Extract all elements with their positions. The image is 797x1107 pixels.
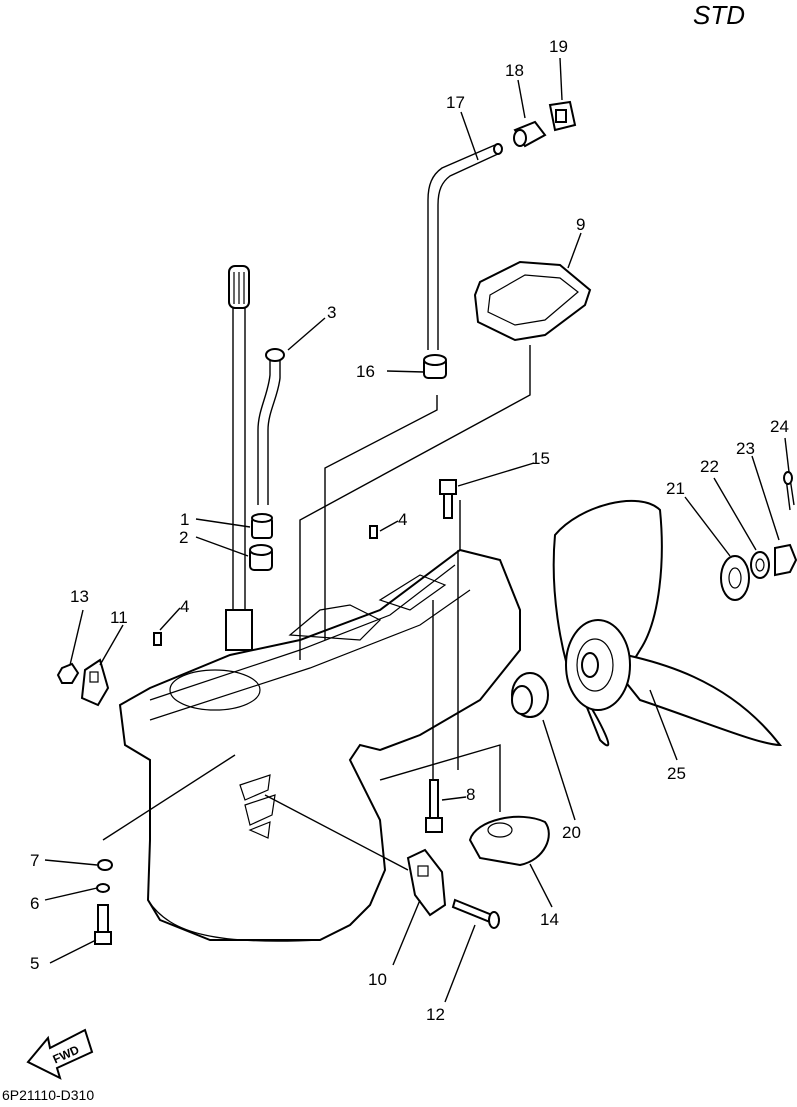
water-tube: [257, 348, 285, 505]
trim-tab: [406, 848, 447, 917]
seal-rubber: [513, 120, 547, 148]
callout-labels: 1 2 3 4 4 5 6 7 8 9 10 11 12 13 14 15 16…: [30, 37, 789, 1024]
dowel-pin: [153, 632, 162, 646]
lower-casing: [118, 548, 521, 942]
callout-8: 8: [466, 785, 475, 804]
callout-4: 4: [180, 597, 189, 616]
callout-14: 14: [540, 910, 559, 929]
propeller: [552, 499, 783, 747]
callout-12: 12: [426, 1005, 445, 1024]
drive-shaft: [225, 265, 253, 651]
seal: [249, 544, 273, 571]
anode: [80, 658, 110, 707]
cotter-pin: [783, 471, 795, 511]
water-pipe: [427, 143, 503, 350]
grommet: [251, 513, 273, 539]
bolt-short: [94, 904, 112, 945]
callout-22: 22: [700, 457, 719, 476]
seal-clip: [548, 100, 577, 132]
drawing-code: 6P21110-D310: [2, 1087, 94, 1102]
washer: [97, 859, 113, 871]
callout-10: 10: [368, 970, 387, 989]
bolt: [425, 779, 443, 833]
callout-15: 15: [531, 449, 550, 468]
callout-6: 6: [30, 894, 39, 913]
oil-seal-housing: [511, 672, 549, 718]
callout-17: 17: [446, 93, 465, 112]
fwd-arrow-icon: FWD: [26, 1028, 94, 1080]
callout-9: 9: [576, 215, 585, 234]
callout-1: 1: [180, 510, 189, 529]
bolt-long: [439, 479, 457, 519]
callout-4: 4: [398, 510, 407, 529]
callout-25: 25: [667, 764, 686, 783]
pipe-grommet: [423, 354, 447, 379]
dowel-pin: [369, 525, 378, 539]
cover: [468, 815, 550, 867]
prop-nut: [774, 543, 797, 577]
callout-5: 5: [30, 954, 39, 973]
callout-20: 20: [562, 823, 581, 842]
callout-19: 19: [549, 37, 568, 56]
callout-23: 23: [736, 439, 755, 458]
callout-3: 3: [327, 303, 336, 322]
gasket: [473, 260, 592, 342]
callout-2: 2: [179, 528, 188, 547]
trim-bolt: [451, 898, 500, 929]
callout-21: 21: [666, 479, 685, 498]
variant-label: STD: [693, 0, 745, 30]
callout-24: 24: [770, 417, 789, 436]
prop-washer: [750, 551, 770, 579]
nut: [56, 662, 80, 684]
leader-lines: [44, 57, 790, 1003]
spacer: [720, 555, 750, 601]
callout-13: 13: [70, 587, 89, 606]
callout-16: 16: [356, 362, 375, 381]
callout-7: 7: [30, 851, 39, 870]
callout-18: 18: [505, 61, 524, 80]
callout-11: 11: [110, 608, 128, 627]
lock-washer: [96, 883, 110, 893]
